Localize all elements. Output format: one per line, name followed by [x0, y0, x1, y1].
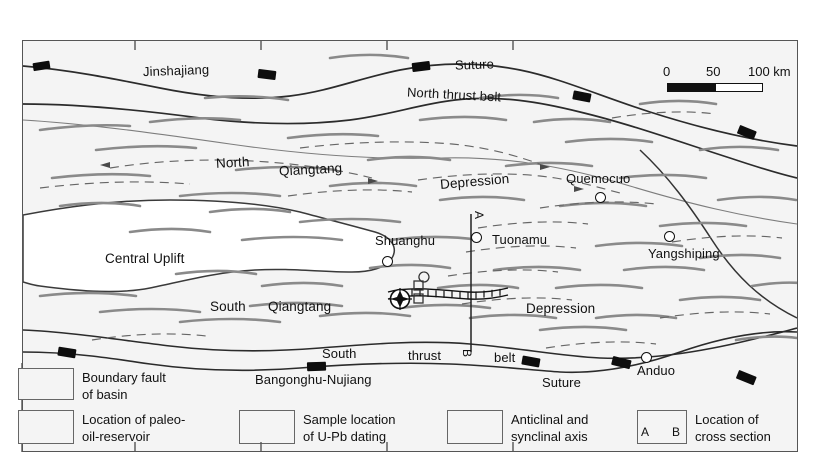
legend-cross-section-b: B	[672, 425, 681, 439]
label-south: South	[210, 299, 246, 314]
legend-label-cross-section-line2: cross section	[695, 429, 771, 444]
label-bangonghu-nujiang: Bangonghu-Nujiang	[255, 372, 372, 387]
legend-label-boundary-fault-line2: of basin	[82, 387, 128, 402]
label-south-thrust-word: South	[322, 346, 357, 361]
legend-label-paleo-oil-reservoir-line2: oil-reservoir	[82, 429, 150, 444]
label-thrust-word: thrust	[408, 348, 442, 363]
label-quemocuo: Quemocuo	[566, 171, 631, 186]
city-marker-shuanghu[interactable]	[382, 256, 393, 267]
scale-bar-segment-black	[667, 83, 715, 92]
legend-label-paleo-oil-reservoir-line1: Location of paleo-	[82, 412, 186, 427]
scale-bar-segment-white	[715, 83, 763, 92]
legend-swatch-fold-axis	[447, 410, 503, 444]
legend-label-fold-axis-line1: Anticlinal and	[511, 412, 589, 427]
label-central-uplift: Central Uplift	[105, 251, 185, 266]
legend-label-fold-axis-line2: synclinal axis	[511, 429, 588, 444]
legend-swatch-cross-section	[637, 410, 687, 444]
legend-swatch-boundary-fault	[18, 368, 74, 400]
scale-bar-zero: 0	[663, 64, 671, 79]
label-yangshiping: Yangshiping	[648, 246, 720, 261]
label-anduo: Anduo	[637, 363, 676, 378]
label-suture-south: Suture	[542, 375, 581, 390]
legend-label-sample-location-line2: of U-Pb dating	[303, 429, 387, 444]
legend-cross-section-a: A	[641, 425, 650, 439]
city-marker-anduo[interactable]	[641, 352, 652, 363]
legend-swatch-sample-location	[239, 410, 295, 444]
city-marker-quemocuo[interactable]	[595, 192, 606, 203]
label-shuanghu: Shuanghu	[375, 233, 436, 248]
label-north: North	[215, 154, 250, 171]
legend-swatch-paleo-oil-reservoir	[18, 410, 74, 444]
scale-bar-max: 100 km	[748, 64, 791, 79]
cross-section-label-b: B	[460, 348, 475, 358]
label-belt-word: belt	[494, 350, 516, 365]
label-depression-south: Depression	[526, 301, 596, 316]
label-qiangtang-south: Qiangtang	[268, 299, 332, 314]
legend-label-cross-section-line1: Location of	[695, 412, 759, 427]
scale-bar-mid: 50	[706, 64, 721, 79]
cross-section-label-a: A	[472, 210, 487, 220]
legend-label-sample-location-line1: Sample location	[303, 412, 396, 427]
legend-label-boundary-fault-line1: Boundary fault	[82, 370, 166, 385]
city-marker-yangshiping[interactable]	[664, 231, 675, 242]
label-tuonamu: Tuonamu	[492, 232, 548, 247]
label-suture-north: Suture	[454, 56, 495, 73]
city-marker-tuonamu[interactable]	[471, 232, 482, 243]
label-jinshajiang: Jinshajiang	[142, 61, 210, 80]
